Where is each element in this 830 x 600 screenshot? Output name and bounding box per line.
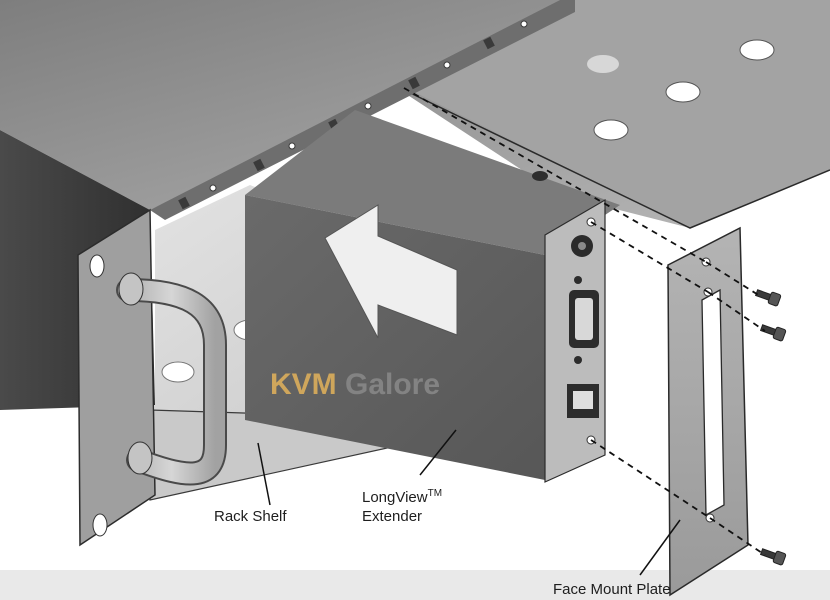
- extender-side: [245, 195, 545, 480]
- rack-ear-slot: [92, 513, 108, 537]
- watermark-part2: Galore: [345, 368, 440, 401]
- insert-direction-arrow: [324, 204, 458, 339]
- watermark-part1: KVM: [270, 368, 337, 401]
- shelf-tray-surface: [400, 0, 830, 228]
- extender-label-line2: Extender: [362, 508, 423, 525]
- callout-leaders: [257, 429, 681, 576]
- mounting-screws: [754, 289, 787, 566]
- plate-cutout: [701, 288, 725, 517]
- extender-leader: [419, 429, 457, 476]
- shelf-vent-holes: [587, 39, 775, 141]
- screw: [759, 548, 787, 566]
- screw: [759, 324, 787, 342]
- face-mount-plate-label: Face Mount Plate: [553, 581, 671, 598]
- screw: [754, 289, 782, 307]
- floor-band: [0, 570, 830, 600]
- alignment-guides: [403, 87, 766, 556]
- floor-vent-hole: [161, 361, 195, 383]
- watermark: KVM Galore: [270, 368, 440, 401]
- rack-ear-slot: [89, 254, 105, 278]
- longview-extender: [245, 110, 620, 483]
- face-plate-leader: [639, 519, 681, 576]
- rack-shelf-leader: [257, 442, 271, 506]
- extender-label: LongViewTM Extender: [362, 484, 442, 526]
- rack-ear: [77, 208, 156, 547]
- face-mount-plate: [667, 226, 749, 597]
- lip-notches: [178, 36, 495, 210]
- trademark-mark: TM: [427, 488, 443, 499]
- rack-shelf-label: Rack Shelf: [214, 508, 287, 525]
- lip-screw-holes: [209, 20, 528, 192]
- extender-top: [245, 110, 620, 255]
- extender-label-line1: LongView: [362, 489, 428, 506]
